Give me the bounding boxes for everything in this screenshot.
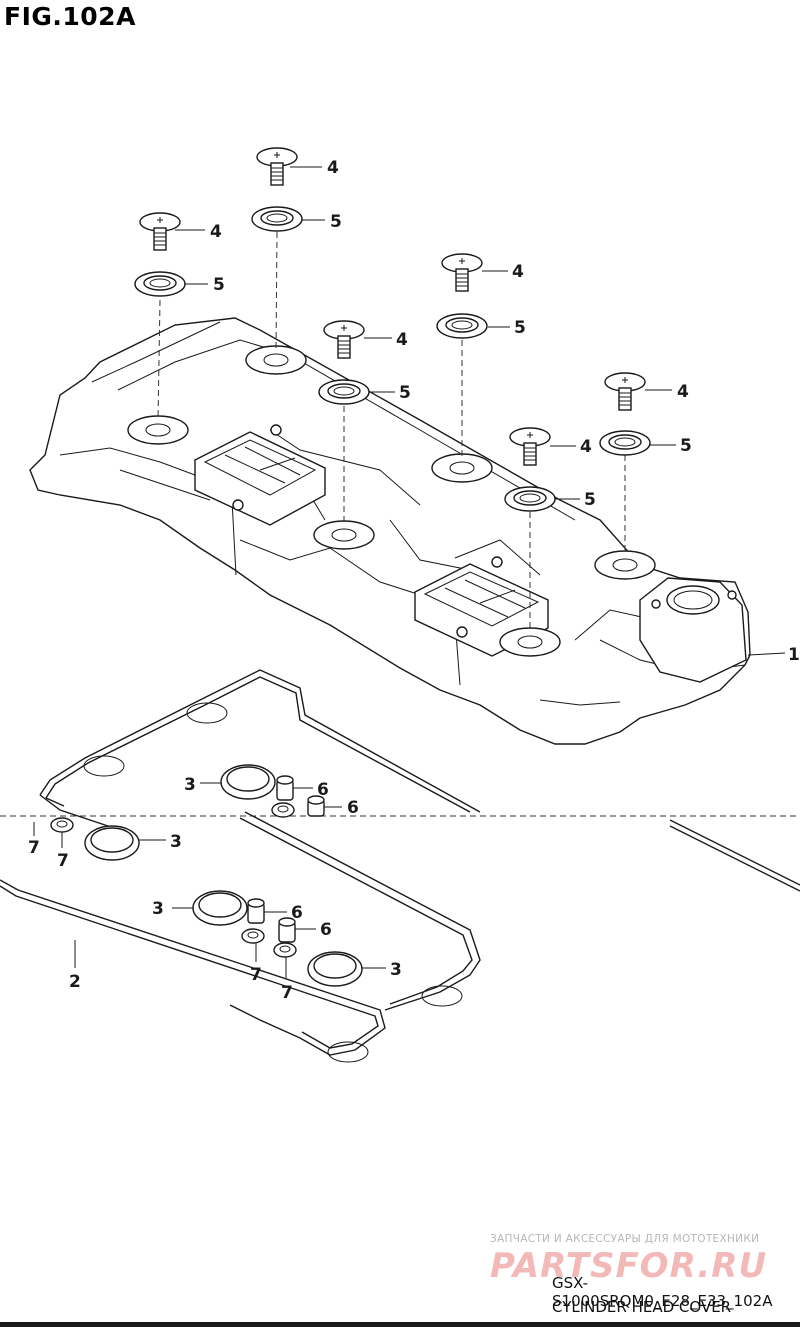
callout-3: 3 bbox=[184, 775, 196, 795]
figure-code: GSX-S1000SRQM0_E28_E33_102A bbox=[552, 1274, 773, 1310]
bolt-group-c bbox=[318, 320, 370, 405]
callout-4: 4 bbox=[396, 330, 408, 350]
callout-7: 7 bbox=[28, 838, 40, 858]
callout-4: 4 bbox=[210, 222, 222, 242]
callout-5: 5 bbox=[680, 436, 692, 456]
leader-lines bbox=[33, 166, 786, 978]
callout-5: 5 bbox=[584, 490, 596, 510]
watermark-logo: PARTSFOR.RU bbox=[490, 1246, 768, 1286]
callout-7: 7 bbox=[281, 983, 293, 1003]
callout-3: 3 bbox=[390, 960, 402, 980]
cylinder-head-cover bbox=[29, 317, 751, 745]
figure-name: CYLINDER HEAD COVER bbox=[552, 1298, 732, 1316]
callout-4: 4 bbox=[327, 158, 339, 178]
callout-6: 6 bbox=[291, 903, 303, 923]
callout-6: 6 bbox=[320, 920, 332, 940]
callout-4: 4 bbox=[677, 382, 689, 402]
callout-6: 6 bbox=[317, 780, 329, 800]
bolt-group-a bbox=[134, 212, 186, 297]
small-seals bbox=[50, 802, 297, 958]
bottom-border bbox=[0, 1322, 800, 1327]
cover-bosses bbox=[127, 345, 656, 657]
callout-5: 5 bbox=[330, 212, 342, 232]
callout-5: 5 bbox=[213, 275, 225, 295]
callout-4: 4 bbox=[580, 437, 592, 457]
bolt-group-e bbox=[599, 372, 651, 456]
bolt-group-d bbox=[436, 253, 488, 339]
figure-title: FIG.102A bbox=[4, 2, 136, 31]
bolt-group-b bbox=[251, 147, 303, 232]
callout-3: 3 bbox=[170, 832, 182, 852]
callout-6: 6 bbox=[347, 798, 359, 818]
callout-labels: 4 5 4 5 4 5 4 5 4 5 4 5 1 3 6 6 3 7 7 3 … bbox=[28, 158, 800, 1003]
bolt-group-f bbox=[504, 427, 556, 512]
callout-1: 1 bbox=[788, 645, 800, 665]
callout-7: 7 bbox=[57, 851, 69, 871]
callout-4: 4 bbox=[512, 262, 524, 282]
callout-3: 3 bbox=[152, 899, 164, 919]
callout-5: 5 bbox=[399, 383, 411, 403]
callout-5: 5 bbox=[514, 318, 526, 338]
cover-gasket bbox=[0, 669, 800, 1063]
watermark-tagline: ЗАПЧАСТИ И АКСЕССУАРЫ ДЛЯ МОТОТЕХНИКИ bbox=[490, 1233, 760, 1245]
assembly-lines bbox=[0, 231, 800, 817]
bushings bbox=[247, 775, 325, 943]
callout-2: 2 bbox=[69, 972, 81, 992]
callout-7: 7 bbox=[250, 965, 262, 985]
